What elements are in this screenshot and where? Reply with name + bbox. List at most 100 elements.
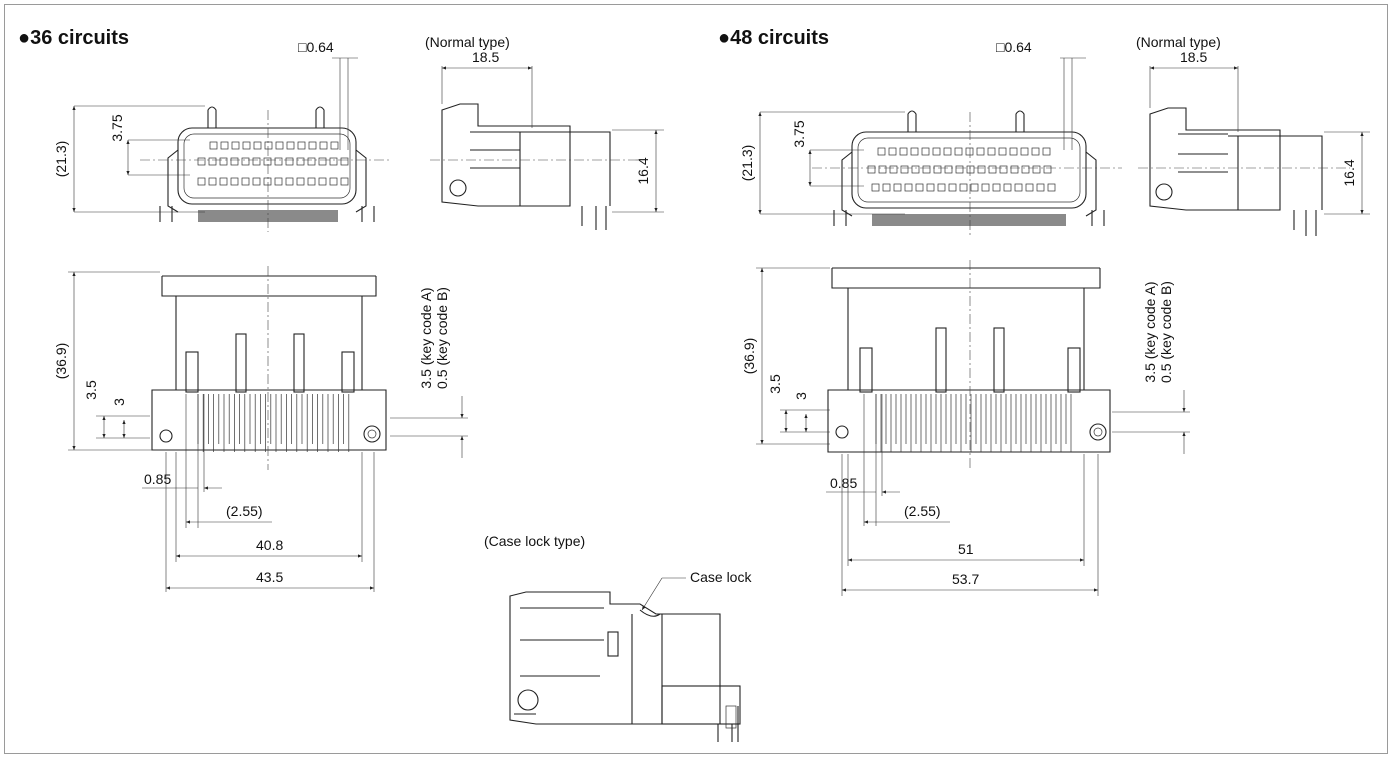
pin-cavity [296,157,305,166]
pin-cavity [263,177,272,186]
normal-type-label-48: (Normal type) [1136,34,1221,50]
pin-cavity [230,157,239,166]
dim-16-4-48: 16.4 [1341,159,1357,186]
pin-cavity [999,165,1008,174]
pin-cavity [253,141,262,150]
pin-cavity [955,165,964,174]
pin-cavity [219,157,228,166]
dim-2-55-48: (2.55) [904,503,941,519]
pin-cavity [943,147,952,156]
pin-cavity [252,177,261,186]
pin-cavity [264,141,273,150]
pin-cavity [911,165,920,174]
pin-cavity [219,177,228,186]
bottom-view-48 [827,260,1111,470]
pin-cavity [1047,183,1056,192]
pin-cavity [921,147,930,156]
pin-cavity [1032,165,1041,174]
pin-cavity [340,157,349,166]
pin-cavity [959,183,968,192]
pin-cavity [263,157,272,166]
dim-key-b-48: 0.5 (key code B) [1158,281,1174,383]
dims-bottom-48: (36.9) 3.5 3 3.5 (key code A) 0.5 (key c… [741,267,1190,596]
dim-18-5-36: 18.5 [472,49,499,65]
pin-cavity [1009,147,1018,156]
pin-cavity [197,157,206,166]
pin-cavity [976,147,985,156]
pin-cavity [1021,165,1030,174]
case-lock-callout: Case lock [690,569,752,585]
dim-key-a-48: 3.5 (key code A) [1142,281,1158,382]
pin-cavity [329,177,338,186]
group-case-lock: (Case lock type) Case lock [484,533,752,742]
dim-40-8: 40.8 [256,537,283,553]
side-view-normal-48: 18.5 16.4 [1138,49,1370,236]
side-view-normal-36: 18.5 16.4 [430,49,664,230]
pin-cavity [1010,165,1019,174]
dim-18-5-48: 18.5 [1180,49,1207,65]
dim-53-7: 53.7 [952,571,979,587]
dim-3-75-36: 3.75 [109,114,125,141]
pin-cavity [1025,183,1034,192]
dim-36-9-48: (36.9) [741,338,757,375]
pin-cavity [330,141,339,150]
dim-43-5: 43.5 [256,569,283,585]
pin-cavity [1031,147,1040,156]
pin-cavity [910,147,919,156]
pin-cavity [899,147,908,156]
pin-cavity [992,183,1001,192]
dim-3-75-48: 3.75 [791,120,807,147]
pin-cavity [1043,165,1052,174]
pin-cavity [208,157,217,166]
pin-cavity [932,147,941,156]
pin-cavity [981,183,990,192]
pin-cavity [970,183,979,192]
front-view-48 [812,110,1122,236]
pin-cavity [998,147,1007,156]
dim-square-0-64-48: □0.64 [996,39,1032,55]
pin-cavity [1003,183,1012,192]
pin-cavity [318,157,327,166]
front-view-36 [140,106,392,232]
pin-cavity [900,165,909,174]
dim-51: 51 [958,541,974,557]
dim-0-85-36: 0.85 [144,471,171,487]
pin-cavity [296,177,305,186]
dim-0-85-48: 0.85 [830,475,857,491]
pin-cavity [937,183,946,192]
pin-cavity [340,177,349,186]
pin-cavity [987,147,996,156]
case-lock-type-label: (Case lock type) [484,533,585,549]
pin-cavity [1020,147,1029,156]
dim-3-36: 3 [111,398,127,406]
group-48-circuits: ●48 circuits (Normal type) (21.3) 3.75 [718,27,1370,596]
pin-cavity [308,141,317,150]
pin-cavity [231,141,240,150]
dim-key-a-36: 3.5 (key code A) [418,287,434,388]
pin-cavity [220,141,229,150]
pin-cavity [275,141,284,150]
pin-cavity [944,165,953,174]
dim-16-4-36: 16.4 [635,157,651,184]
pin-cavity [926,183,935,192]
pin-cavity [252,157,261,166]
pin-cavity [1036,183,1045,192]
title-36-circuits: ●36 circuits [18,27,129,49]
pin-cavity [882,183,891,192]
drawing-frame [4,4,1388,754]
pin-cavity [948,183,957,192]
pin-cavity [889,165,898,174]
pin-cavity [197,177,206,186]
pin-cavity [877,147,886,156]
pin-cavity [274,177,283,186]
pin-cavity [966,165,975,174]
dim-3-5-48: 3.5 [767,374,783,394]
pin-cavity [285,177,294,186]
normal-type-label-36: (Normal type) [425,34,510,50]
dim-3-48: 3 [793,392,809,400]
pin-cavity [307,157,316,166]
group-36-circuits: ●36 circuits (Normal type) (21.3) 3.75 [18,27,664,592]
pin-cavity [977,165,986,174]
pin-cavity [867,165,876,174]
dim-3-5-36: 3.5 [83,380,99,400]
